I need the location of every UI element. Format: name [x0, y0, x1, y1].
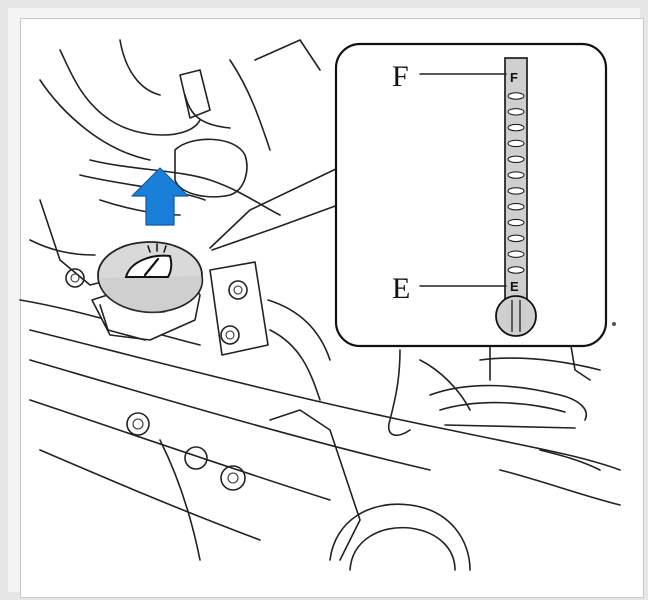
gauge-tick [507, 187, 525, 195]
gauge-tick [507, 203, 525, 211]
gauge-tick [507, 139, 525, 148]
gauge-tick [507, 92, 525, 100]
washer-fluid-cap [91, 241, 204, 341]
gauge-mark-full: F [510, 70, 518, 85]
fluid-level-gauge [495, 57, 537, 337]
gauge-tick [507, 155, 525, 163]
gauge-mark-empty: E [510, 279, 519, 294]
gauge-tick [507, 108, 525, 116]
gauge-callout-box [334, 42, 608, 348]
gauge-tick [507, 218, 525, 227]
gauge-tick [507, 266, 525, 274]
gauge-tick [507, 250, 525, 258]
gauge-ticks [507, 92, 525, 274]
corner-mark [612, 322, 616, 326]
full-level-label: F [392, 60, 409, 93]
empty-level-label: E [392, 272, 410, 305]
gauge-tick [507, 123, 525, 132]
engine-bay-lineart [19, 39, 621, 571]
windshield-wiper-icon [124, 243, 173, 278]
gauge-tick [507, 171, 525, 179]
gauge-tick [507, 234, 525, 243]
callout-pointer [209, 167, 339, 251]
up-arrow-icon [131, 167, 189, 226]
